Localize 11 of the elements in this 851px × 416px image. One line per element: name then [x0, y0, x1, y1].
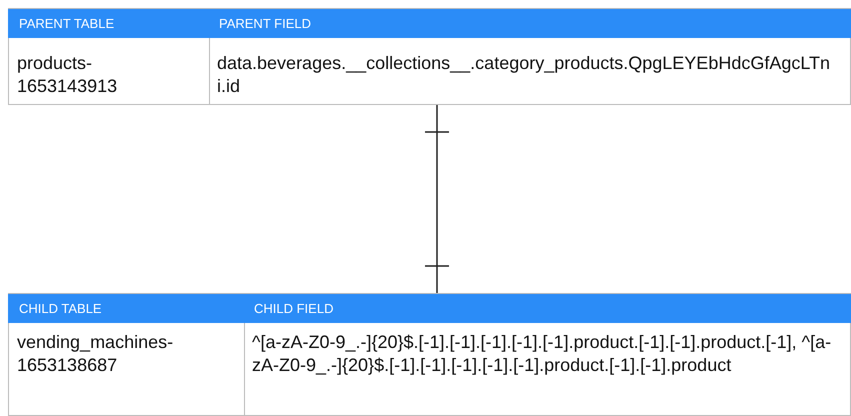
header-text: PARENT FIELD	[219, 16, 311, 31]
table-card	[8, 8, 851, 105]
header-text: PARENT TABLE	[19, 16, 114, 31]
table-card	[8, 293, 851, 416]
table-cell-text: data.beverages.__collections__.category_products.QpgLEYEbHdcGfAgcLTni.id	[217, 52, 832, 98]
table-cell-text: ^[a-zA-Z0-9_.-]{20}$.[-1].[-1].[-1].[-1].[-1].product.[-1].[-1].product.[-1], ^[a-zA-Z0-9_.-]{20}$.[-1].[-1].[-1].[-1].[-1].product.[-1].[-1].product	[252, 331, 832, 377]
header-text: CHILD FIELD	[254, 301, 334, 316]
table-cell-text: vending_machines-1653138687	[17, 331, 174, 377]
header-text: CHILD TABLE	[19, 301, 102, 316]
table-cell-text: products-1653143913	[17, 52, 118, 98]
relationship-line	[424, 105, 450, 293]
